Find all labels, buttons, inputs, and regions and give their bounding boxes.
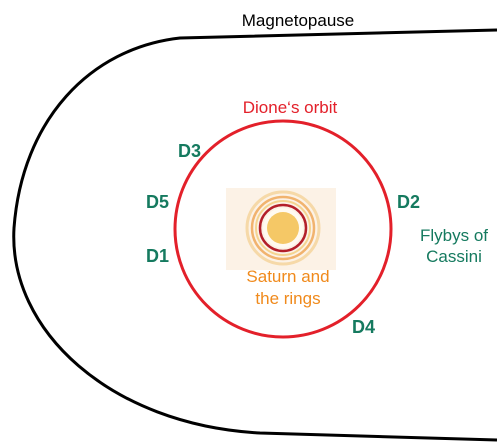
flyby-d1-label: D1 xyxy=(146,246,169,266)
saturn-label-line1: Saturn and xyxy=(246,267,329,286)
flyby-d2-label: D2 xyxy=(397,192,420,212)
saturn-label-line2: the rings xyxy=(255,289,320,308)
flyby-d4-label: D4 xyxy=(352,317,375,337)
saturn-with-rings xyxy=(245,190,321,266)
dione-orbit-label: Dione‘s orbit xyxy=(243,98,338,117)
magnetopause-label: Magnetopause xyxy=(242,11,354,30)
flybys-label-line1: Flybys of xyxy=(420,226,488,245)
dione-orbit-circle xyxy=(173,119,393,339)
flyby-d3-label: D3 xyxy=(178,141,201,161)
flybys-label-line2: Cassini xyxy=(426,247,482,266)
saturn-body xyxy=(267,212,299,244)
flyby-d5-label: D5 xyxy=(146,192,169,212)
magnetopause-curve xyxy=(12,28,497,442)
